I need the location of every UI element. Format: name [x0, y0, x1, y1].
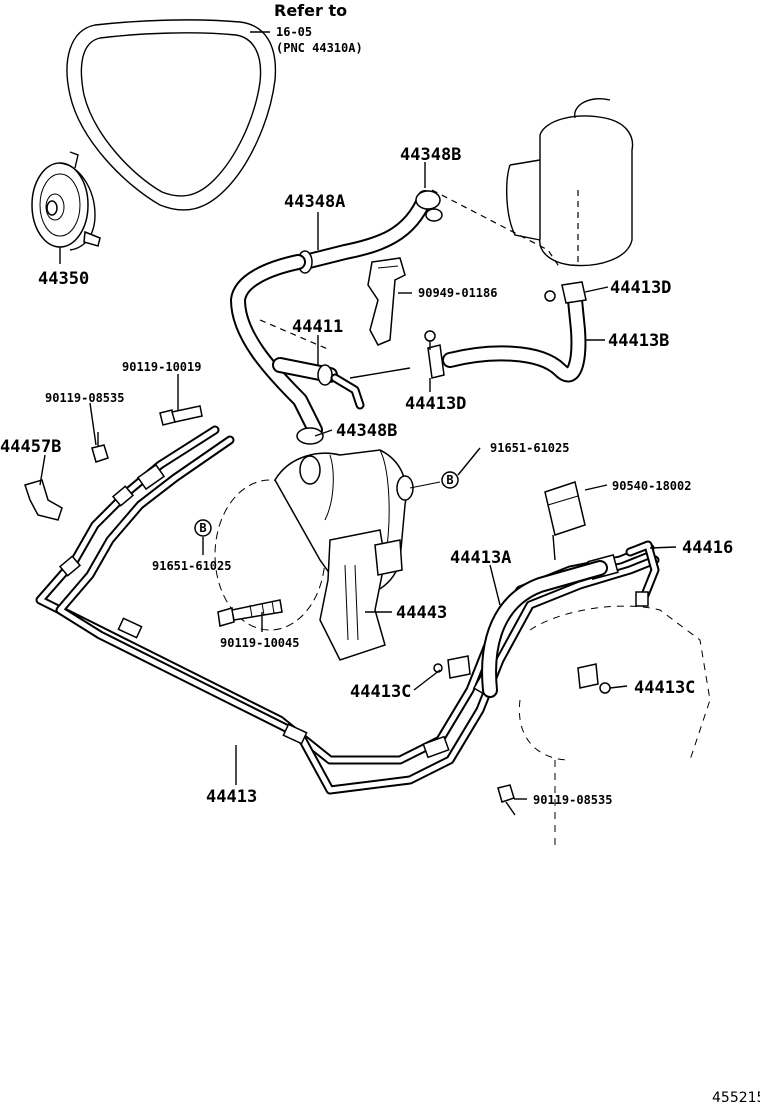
- label-90119-10019: 90119-10019: [122, 360, 201, 374]
- label-90119-08535-bottom: 90119-08535: [533, 793, 612, 807]
- reference-note-line3: (PNC 44310A): [276, 41, 363, 55]
- hose-44411: [259, 319, 411, 410]
- bolt-90119-10019: [159, 405, 203, 426]
- pulley-44350: [31, 151, 101, 264]
- bracket-44443: [319, 529, 403, 661]
- insulator-90540-18002: [544, 481, 586, 561]
- label-90949-01186: 90949-01186: [418, 286, 497, 300]
- label-44413B: 44413B: [608, 331, 669, 351]
- tube-44416: [625, 540, 660, 607]
- svg-text:B: B: [446, 473, 453, 487]
- label-44348B-mid: 44348B: [336, 421, 397, 441]
- reference-note-line2: 16-05: [276, 25, 312, 39]
- label-90119-08535-left: 90119-08535: [45, 391, 124, 405]
- steering-gear-housing: [518, 605, 711, 845]
- hose-44413B: [424, 281, 587, 383]
- svg-text:B: B: [199, 521, 206, 535]
- label-44413C-left: 44413C: [350, 682, 411, 702]
- label-91651-61025-left: 91651-61025: [152, 559, 231, 573]
- label-44411: 44411: [292, 317, 343, 337]
- label-44457B: 44457B: [0, 437, 61, 457]
- label-90119-10045: 90119-10045: [220, 636, 299, 650]
- label-91651-61025-right: 91651-61025: [490, 441, 569, 455]
- reservoir-tank: [431, 98, 634, 269]
- clamp-44413C: [433, 655, 611, 694]
- return-hose: [230, 254, 324, 445]
- label-44348A: 44348A: [284, 192, 345, 212]
- drive-belt: [66, 19, 277, 211]
- suction-hose: [297, 190, 443, 274]
- label-44348B-top: 44348B: [400, 145, 461, 165]
- label-44413D-mid: 44413D: [405, 394, 466, 414]
- bolt-90119-08535-left: [91, 432, 109, 463]
- label-44416: 44416: [682, 538, 733, 558]
- label-44413: 44413: [206, 787, 257, 807]
- figure-number: 455215: [712, 1090, 760, 1106]
- marker-b-right: B: [441, 471, 459, 489]
- label-44350: 44350: [38, 269, 89, 289]
- marker-b-left: B: [194, 519, 212, 537]
- label-44413A: 44413A: [450, 548, 511, 568]
- label-44413D-right: 44413D: [610, 278, 671, 298]
- bracket-44457B: [24, 479, 63, 521]
- bracket-90949-01186: [367, 257, 406, 346]
- reference-note-line1: Refer to: [274, 1, 347, 20]
- label-44443: 44443: [396, 603, 447, 623]
- leader-lines: [39, 31, 677, 800]
- bolt-90119-10045: [217, 599, 283, 627]
- hose-44413A: [481, 560, 608, 698]
- label-90540-18002: 90540-18002: [612, 479, 691, 493]
- bolt-90119-08535-bottom: [497, 784, 516, 816]
- label-44413C-right: 44413C: [634, 678, 695, 698]
